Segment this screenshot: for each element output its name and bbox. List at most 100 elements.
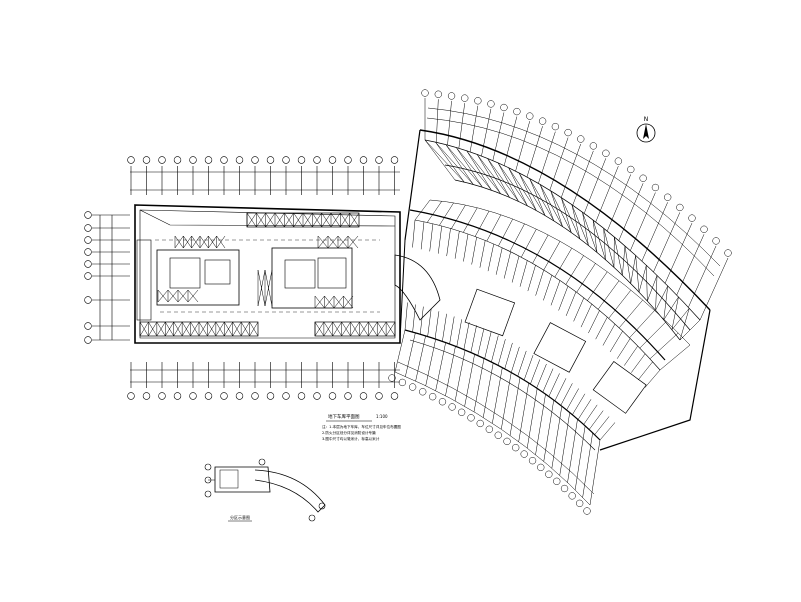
axis-bubble-icon — [537, 463, 545, 472]
note-line-2: 2.防火分区划分详见消防设计专篇 — [322, 430, 376, 435]
axis-bubble-icon — [512, 443, 520, 452]
key-plan-axis — [204, 458, 326, 522]
title-block: 地下车库平面图 1:100 注：1.本层为地下车库，车位尺寸详见车位布置图 2.… — [322, 413, 401, 441]
axis-bubble-icon — [204, 490, 212, 498]
axis-bubble-icon — [84, 260, 92, 268]
axis-bubble-icon — [84, 224, 92, 232]
axis-bubble-icon — [538, 117, 547, 125]
axis-bubble-icon — [545, 470, 553, 478]
axis-bubble-icon — [235, 392, 244, 400]
axis-bubble-icon — [204, 156, 213, 164]
axis-bubble-icon — [467, 414, 475, 422]
axis-bubble-icon — [434, 90, 442, 98]
axis-bubble-icon — [688, 214, 696, 222]
axis-bubble-icon — [447, 92, 456, 100]
axis-bubble-icon — [602, 149, 610, 157]
main-scale: 1:100 — [376, 414, 388, 419]
axis-bubble-icon — [639, 174, 647, 182]
axis-bubble-icon — [421, 89, 429, 97]
north-label: N — [644, 116, 649, 123]
axis-bubble-icon — [589, 142, 597, 150]
axis-bubble-icon — [553, 477, 561, 485]
lower-radial-axis — [388, 329, 601, 515]
axis-bubble-icon — [429, 393, 437, 401]
outer-radial-axis — [421, 89, 732, 321]
axis-bubble-icon — [724, 249, 732, 257]
axis-bubble-icon — [328, 156, 337, 164]
axis-bubble-icon — [664, 193, 672, 201]
axis-bubble-icon — [204, 392, 213, 400]
axis-bubble-icon — [448, 403, 456, 411]
axis-bubble-icon — [313, 156, 321, 164]
axis-bubble-icon — [583, 507, 591, 515]
axis-bubble-icon — [297, 156, 306, 164]
axis-bubble-icon — [220, 392, 228, 400]
axis-bubble-icon — [528, 457, 537, 465]
key-plan-title: 分区示意图 — [230, 514, 250, 520]
axis-bubble-icon — [84, 272, 92, 280]
axis-bubble-icon — [390, 156, 399, 164]
axis-bubble-icon — [520, 450, 528, 458]
axis-bubble-icon — [551, 122, 560, 131]
axis-bubble-icon — [318, 502, 326, 510]
axis-bubble-icon — [461, 94, 469, 102]
axis-bubble-icon — [251, 156, 259, 164]
axis-bubble-icon — [297, 392, 306, 400]
axis-bubble-icon — [258, 458, 266, 466]
axis-bubble-icon — [204, 476, 212, 484]
axis-bubble-icon — [308, 514, 316, 522]
axis-bubble-icon — [142, 156, 151, 164]
axis-bubble-icon — [564, 128, 572, 137]
axis-bubble-icon — [189, 156, 197, 164]
axis-bubble-icon — [220, 156, 228, 164]
axis-bubble-icon — [173, 156, 182, 164]
axis-bubble-icon — [359, 392, 368, 400]
axis-bubble-icon — [398, 378, 407, 387]
axis-bubble-icon — [390, 392, 399, 400]
axis-bubble-icon — [313, 392, 321, 400]
axis-bubble-icon — [438, 398, 447, 406]
curved-stall-hatching — [404, 139, 701, 441]
axis-bubble-icon — [84, 236, 92, 244]
axis-bubble-icon — [344, 156, 352, 164]
north-arrow-icon: N — [636, 116, 656, 143]
inner-radial-axis — [414, 199, 691, 371]
axis-bubble-icon — [84, 248, 92, 256]
axis-bubble-icon — [84, 296, 92, 304]
axis-bubble-icon — [457, 408, 466, 416]
main-title: 地下车库平面图 — [328, 413, 360, 420]
axis-bubble-icon — [375, 156, 383, 164]
axis-bubble-icon — [344, 392, 352, 400]
axis-bubble-icon — [712, 237, 720, 245]
axis-bubble-icon — [614, 157, 623, 165]
axis-bubble-icon — [142, 392, 151, 400]
axis-bubble-icon — [526, 112, 534, 120]
axis-bubble-icon — [328, 392, 337, 400]
left-parking-block — [134, 204, 401, 344]
axis-bubble-icon — [700, 225, 708, 233]
axis-bubble-icon — [251, 392, 259, 400]
axis-bubble-icon — [235, 156, 244, 164]
axis-bubble-icon — [408, 383, 417, 391]
axis-bubble-icon — [375, 392, 383, 400]
axis-bubble-icon — [84, 211, 92, 219]
axis-bubble-icon — [189, 392, 197, 400]
axis-bubble-icon — [676, 203, 684, 212]
axis-bubble-icon — [158, 392, 166, 400]
note-line-1: 注：1.本层为地下车库，车位尺寸详见车位布置图 — [322, 424, 401, 429]
axis-bubble-icon — [419, 388, 427, 396]
axis-bubble-icon — [127, 392, 135, 400]
bottom-axis-grid — [127, 362, 400, 400]
axis-bubble-icon — [474, 97, 482, 105]
axis-bubble-icon — [568, 492, 576, 500]
axis-bubble-icon — [127, 156, 135, 164]
axis-bubble-icon — [204, 463, 212, 471]
axis-bubble-icon — [503, 437, 511, 446]
axis-bubble-icon — [84, 322, 92, 330]
axis-bubble-icon — [359, 156, 368, 164]
axis-bubble-icon — [487, 100, 495, 108]
axis-bubble-icon — [388, 374, 396, 382]
axis-bubble-icon — [282, 392, 290, 400]
axis-bubble-icon — [158, 156, 166, 164]
